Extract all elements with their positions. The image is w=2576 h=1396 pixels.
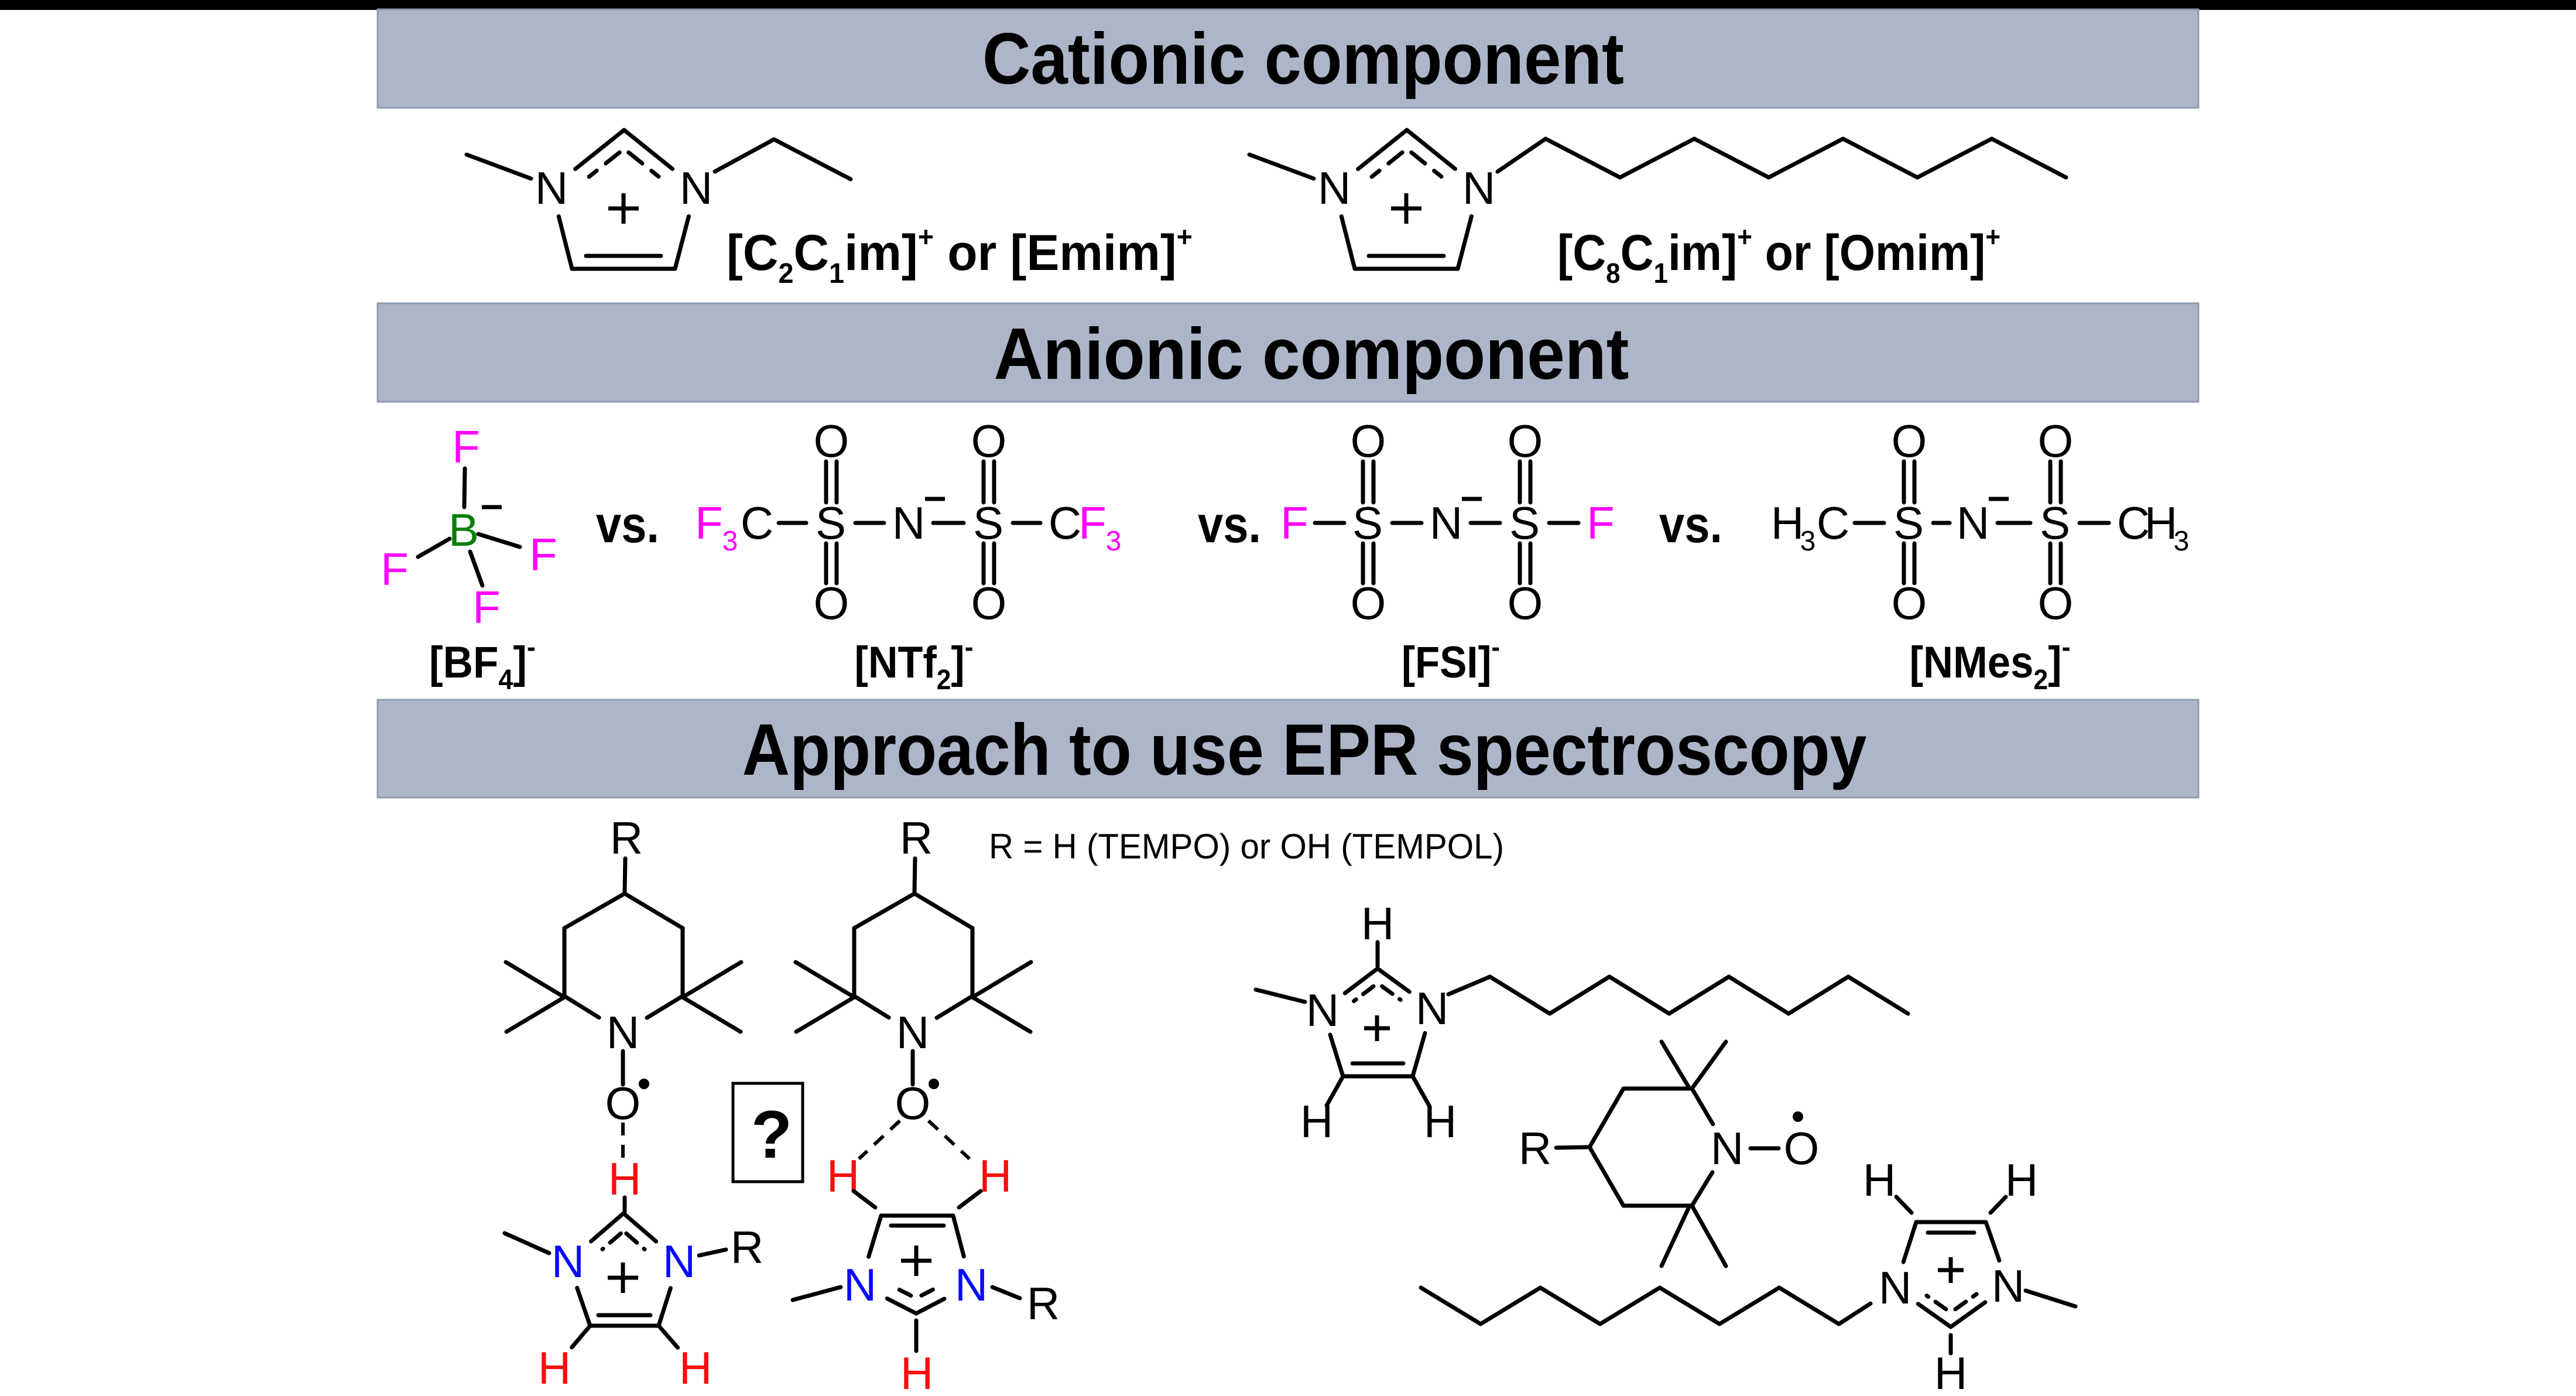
svg-text:N: N (892, 497, 925, 549)
svg-text:H: H (1934, 1347, 1967, 1396)
svg-text:F: F (1078, 497, 1107, 549)
svg-text:O: O (1351, 577, 1386, 629)
svg-text:N: N (1430, 497, 1462, 549)
svg-text:S: S (816, 497, 846, 549)
svg-text:S: S (2040, 497, 2070, 549)
svg-text:O: O (2038, 577, 2074, 629)
svg-text:[C8C1im]+ or [Omim]+: [C8C1im]+ or [Omim]+ (1557, 222, 2000, 289)
svg-text:Approach to use EPR spectrosco: Approach to use EPR spectroscopy (742, 710, 1867, 791)
svg-text:S: S (1352, 497, 1383, 549)
svg-text:H: H (1424, 1096, 1457, 1147)
svg-text:3: 3 (1106, 526, 1122, 557)
svg-text:O: O (1784, 1123, 1820, 1174)
svg-text:S: S (1509, 497, 1540, 549)
svg-text:N: N (535, 162, 568, 214)
svg-text:R: R (900, 812, 933, 864)
svg-text:O: O (814, 415, 849, 467)
svg-text:N: N (663, 1236, 696, 1287)
svg-text:N: N (1462, 162, 1495, 214)
svg-text:F: F (695, 497, 723, 549)
svg-text:O: O (1892, 577, 1927, 629)
svg-text:R: R (731, 1222, 763, 1273)
svg-text:H: H (1300, 1096, 1333, 1147)
svg-text:N: N (1711, 1123, 1743, 1174)
svg-text:S: S (1893, 497, 1924, 549)
svg-text:N: N (955, 1259, 988, 1311)
svg-text:3: 3 (2174, 526, 2190, 557)
svg-text:B: B (448, 504, 479, 556)
svg-text:R: R (1519, 1123, 1551, 1174)
svg-text:H: H (1771, 497, 1804, 549)
svg-text:R: R (1027, 1278, 1060, 1329)
svg-text:3: 3 (1800, 526, 1816, 557)
svg-text:O: O (2038, 415, 2074, 467)
svg-text:vs.: vs. (596, 495, 659, 553)
svg-text:C: C (2117, 497, 2150, 549)
svg-text:O: O (814, 577, 849, 629)
svg-text:F: F (1280, 497, 1308, 549)
svg-text:[C2C1im]+ or [Emim]+: [C2C1im]+ or [Emim]+ (727, 222, 1193, 289)
svg-text:N: N (1992, 1260, 2025, 1312)
svg-text:N: N (844, 1259, 876, 1311)
svg-text:H: H (2005, 1154, 2038, 1206)
svg-text:[NTf2]-: [NTf2]- (855, 632, 974, 696)
svg-text:O: O (1508, 415, 1543, 467)
svg-text:F: F (452, 421, 480, 473)
svg-text:[BF4]-: [BF4]- (429, 632, 536, 696)
svg-text:N: N (1318, 162, 1351, 214)
svg-text:O: O (895, 1077, 931, 1129)
svg-text:F: F (1587, 497, 1615, 549)
svg-text:R: R (610, 812, 643, 864)
svg-text:Cationic component: Cationic component (982, 19, 1624, 100)
svg-text:H: H (900, 1347, 933, 1396)
svg-text:[FSI]-: [FSI]- (1402, 632, 1500, 687)
svg-text:N: N (1957, 497, 1989, 549)
svg-text:vs.: vs. (1198, 495, 1261, 553)
svg-text:Anionic component: Anionic component (994, 314, 1629, 395)
svg-text:O: O (971, 577, 1007, 629)
svg-text:N: N (1879, 1262, 1912, 1313)
svg-text:H: H (538, 1342, 571, 1394)
svg-text:F: F (472, 581, 501, 633)
svg-text:C: C (741, 497, 773, 549)
svg-text:C: C (1049, 497, 1081, 549)
svg-text:O: O (971, 415, 1007, 467)
svg-text:R = H (TEMPO) or OH (TEMPOL): R = H (TEMPO) or OH (TEMPOL) (989, 827, 1504, 866)
svg-text:S: S (973, 497, 1003, 549)
svg-text:F: F (381, 543, 409, 595)
svg-text:H: H (679, 1342, 712, 1394)
svg-text:vs.: vs. (1659, 495, 1722, 553)
svg-text:N: N (1416, 983, 1448, 1034)
svg-text:H: H (979, 1150, 1012, 1202)
svg-text:3: 3 (722, 526, 738, 557)
svg-text:H: H (2145, 497, 2177, 549)
svg-text:N: N (1306, 984, 1339, 1036)
svg-text:F: F (529, 529, 557, 580)
svg-text:O: O (1892, 415, 1927, 467)
svg-text:N: N (551, 1236, 584, 1287)
svg-text:O: O (1351, 415, 1386, 467)
svg-text:H: H (1863, 1154, 1896, 1206)
svg-text:?: ? (751, 1097, 792, 1172)
svg-text:O: O (1508, 577, 1543, 629)
svg-text:C: C (1817, 497, 1849, 549)
svg-text:N: N (680, 162, 712, 214)
svg-text:O: O (605, 1077, 641, 1129)
